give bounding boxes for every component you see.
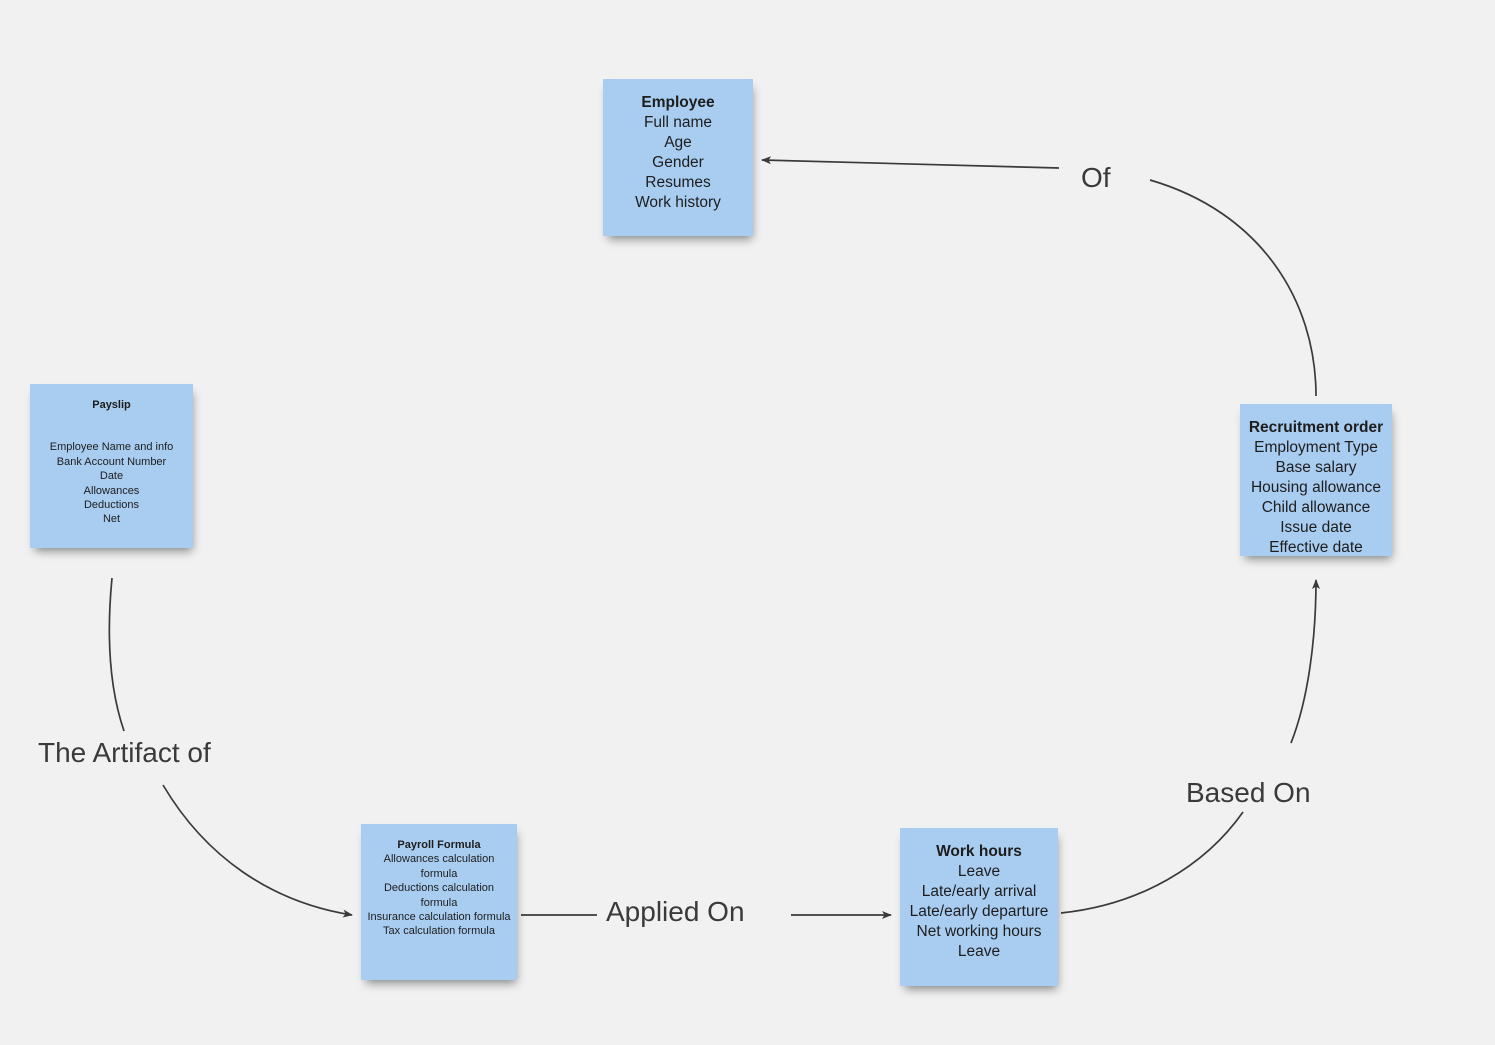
- note-payroll-formula-line: Insurance calculation formula: [367, 911, 511, 924]
- note-payroll-formula[interactable]: Payroll Formula Allowances calculation f…: [361, 824, 517, 980]
- note-payslip-line: Employee Name and info: [49, 441, 174, 454]
- note-employee-title: Employee: [641, 94, 715, 111]
- note-employee-line: Gender: [652, 154, 704, 171]
- note-payslip-title: Payslip: [92, 399, 131, 411]
- note-payroll-formula-title: Payroll Formula: [397, 839, 481, 851]
- note-work-hours-title: Work hours: [936, 843, 1022, 860]
- edge-label-of: Of: [1081, 162, 1111, 193]
- note-employee-line: Age: [664, 134, 692, 151]
- note-payroll-formula-line: Allowances calculation formula: [383, 853, 495, 880]
- note-work-hours-line: Leave: [957, 863, 1001, 880]
- note-recruitment-order-line: Base salary: [1275, 459, 1357, 476]
- note-payroll-formula-line: Deductions calculation formula: [383, 882, 495, 909]
- note-payslip-line: Deductions: [83, 499, 140, 512]
- note-employee-line: Full name: [643, 114, 713, 131]
- note-recruitment-order-title: Recruitment order: [1248, 419, 1384, 436]
- note-work-hours-line: Net working hours: [916, 923, 1042, 940]
- edge-recruitment-to-employee: [1149, 179, 1317, 397]
- note-payslip-line: Date: [99, 470, 124, 483]
- edge-recruitment-to-employee-tail: [761, 156, 1060, 169]
- note-work-hours-line: Late/early arrival: [921, 883, 1037, 900]
- note-employee-line: Resumes: [645, 174, 711, 191]
- note-recruitment-order-line: Issue date: [1280, 519, 1352, 536]
- note-work-hours-line: Leave: [957, 943, 1001, 960]
- note-work-hours-line: Late/early departure: [909, 903, 1049, 920]
- edge-label-the-artifact-of: The Artifact of: [38, 737, 211, 768]
- edge-workhours-to-recruitment-tail: [1290, 579, 1320, 744]
- edge-payslip-to-payroll-tail: [162, 784, 353, 918]
- note-payslip-line: Bank Account Number: [56, 455, 167, 468]
- edge-payslip-to-payroll-head: [108, 577, 125, 732]
- note-recruitment-order-line: Child allowance: [1261, 499, 1371, 516]
- note-recruitment-order[interactable]: Recruitment order Employment Type Base s…: [1240, 404, 1392, 556]
- note-recruitment-order-line: Effective date: [1269, 539, 1363, 556]
- note-recruitment-order-line: Housing allowance: [1250, 479, 1382, 496]
- note-payslip-line: Allowances: [83, 484, 140, 497]
- note-recruitment-order-line: Employment Type: [1254, 439, 1378, 456]
- note-payroll-formula-line: Tax calculation formula: [383, 925, 495, 938]
- edge-label-based-on: Based On: [1186, 777, 1311, 808]
- note-payslip-line: Net: [102, 513, 121, 526]
- edge-workhours-to-recruitment-head: [1060, 811, 1244, 914]
- note-work-hours[interactable]: Work hours Leave Late/early arrival Late…: [900, 828, 1058, 986]
- note-employee[interactable]: Employee Full name Age Gender Resumes Wo…: [603, 79, 753, 236]
- edge-label-applied-on: Applied On: [606, 896, 745, 927]
- note-employee-line: Work history: [635, 194, 721, 211]
- note-payslip[interactable]: Payslip Employee Name and info Bank Acco…: [30, 384, 193, 548]
